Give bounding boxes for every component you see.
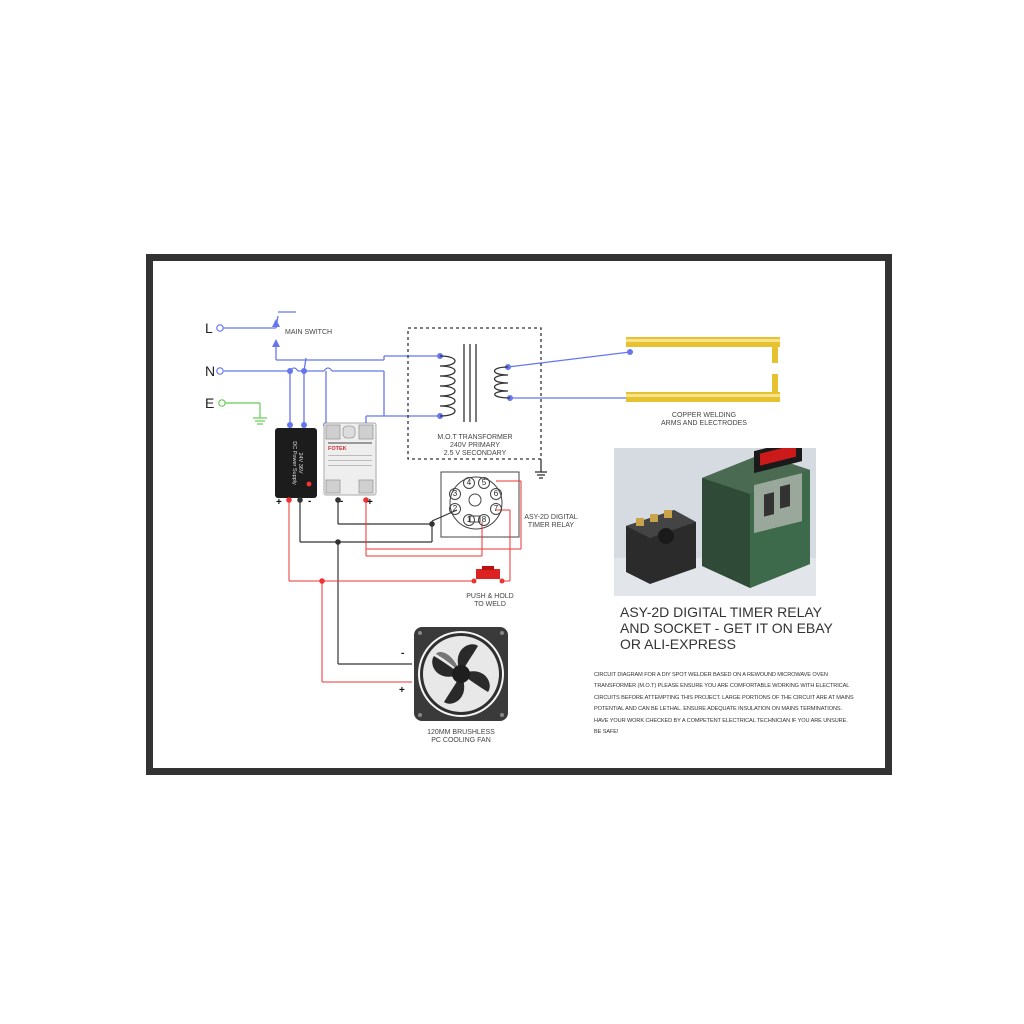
live-terminal-label: L <box>205 320 213 336</box>
relay-pin-6: 6 <box>490 488 502 500</box>
relay-pin-2: 2 <box>449 503 461 515</box>
dc-power-supply <box>275 428 317 498</box>
push-button-label-line-2: TO WELD <box>474 601 506 608</box>
earth-wiring <box>218 399 267 425</box>
transformer-label-line-2: 240V PRIMARY <box>449 442 501 449</box>
timer-relay-label-line-2: TIMER RELAY <box>527 522 575 529</box>
transformer-box <box>407 327 542 460</box>
relay-pin-3: 3 <box>449 488 461 500</box>
push-button-label-line-1: PUSH & HOLD <box>466 593 514 600</box>
relay-pin-1: 1 <box>463 514 475 526</box>
relay-pin-4: 4 <box>463 477 475 489</box>
timer-relay-photo <box>614 448 816 596</box>
psu-text-line-1: 24V 36V <box>297 452 303 474</box>
transformer-label-line-3: 2.5 V SECONDARY <box>443 450 507 457</box>
fan-label-line-1: 120MM BRUSHLESS <box>427 729 495 736</box>
transformer-coils <box>439 344 547 479</box>
input-terminals <box>216 324 224 375</box>
ssr-minus-sign: - <box>340 496 344 507</box>
timer-relay-label: ASY-2D DIGITAL TIMER RELAY <box>521 514 581 530</box>
push-button-label: PUSH & HOLD TO WELD <box>459 593 521 609</box>
copper-electrodes <box>626 337 780 402</box>
cooling-fan <box>414 627 508 721</box>
ssr-plus-sign: + <box>367 497 373 508</box>
headline-line-2: AND SOCKET - GET IT ON EBAY <box>620 620 833 636</box>
psu-text: 24V 36V DC Power Supply <box>289 441 303 485</box>
electrodes-label-line-2: ARMS AND ELECTRODES <box>661 420 747 427</box>
main-switch-label: MAIN SWITCH <box>285 329 333 336</box>
dc-junction-dots <box>286 497 435 584</box>
headline: ASY-2D DIGITAL TIMER RELAY AND SOCKET - … <box>620 604 880 652</box>
headline-line-3: OR ALI-EXPRESS <box>620 636 736 652</box>
fan-label: 120MM BRUSHLESS PC COOLING FAN <box>418 729 504 745</box>
relay-pin-8: 8 <box>478 514 490 526</box>
safety-paragraph: CIRCUIT DIAGRAM FOR A DIY SPOT WELDER BA… <box>594 672 854 736</box>
earth-terminal-label: E <box>205 395 215 411</box>
timer-relay-label-line-1: ASY-2D DIGITAL <box>524 514 578 521</box>
ssr-brand-label: FOTEK <box>328 446 347 452</box>
push-button <box>471 566 505 584</box>
relay-pin-7: 7 <box>490 503 502 515</box>
timer-relay-photo-art <box>614 448 816 596</box>
psu-plus-sign: + <box>276 497 282 508</box>
fan-minus-sign: - <box>401 648 405 659</box>
transformer-label: M.O.T TRANSFORMER 240V PRIMARY 2.5 V SEC… <box>432 434 518 458</box>
fan-plus-sign: + <box>399 685 405 696</box>
headline-line-1: ASY-2D DIGITAL TIMER RELAY <box>620 604 823 620</box>
fan-label-line-2: PC COOLING FAN <box>431 737 491 744</box>
neutral-terminal-label: N <box>205 363 216 379</box>
psu-minus-sign: - <box>308 496 312 507</box>
transformer-label-line-1: M.O.T TRANSFORMER <box>437 434 513 441</box>
relay-pin-5: 5 <box>478 477 490 489</box>
solid-state-relay <box>323 422 377 496</box>
electrodes-label-line-1: COPPER WELDING <box>671 412 737 419</box>
electrodes-label: COPPER WELDING ARMS AND ELECTRODES <box>652 412 756 428</box>
psu-text-line-2: DC Power Supply <box>291 441 297 485</box>
